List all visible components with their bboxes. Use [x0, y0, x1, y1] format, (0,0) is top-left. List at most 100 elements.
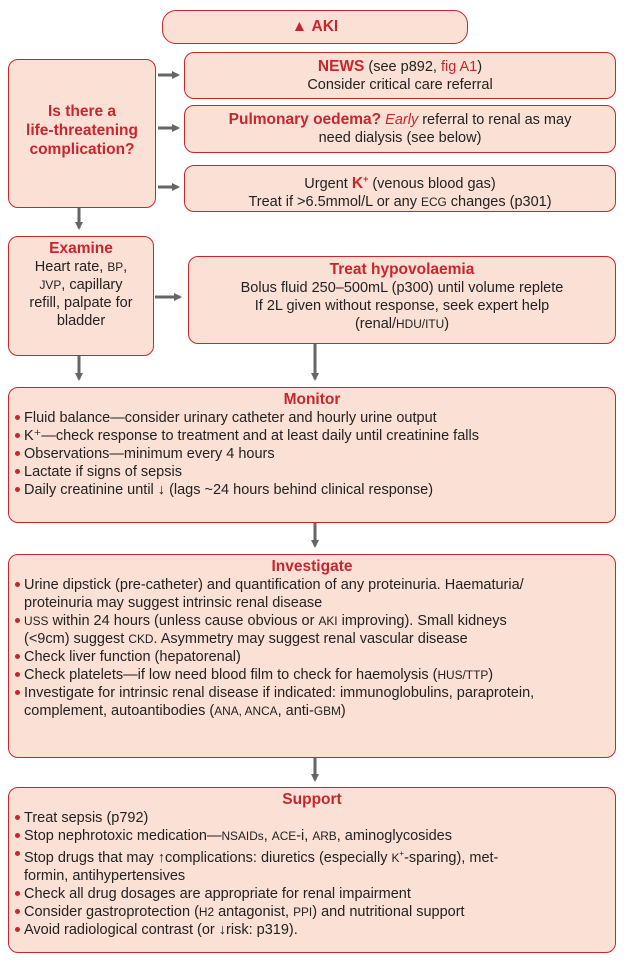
- pulmonary-line-1: Pulmonary oedema? Early referral to rena…: [185, 110, 615, 129]
- potassium-ref: changes (p301): [446, 193, 552, 210]
- monitor-heading: Monitor: [283, 391, 341, 408]
- investigate-box: Investigate Urine dipstick (pre-catheter…: [8, 554, 616, 758]
- examine-line-2: JVP, capillary: [9, 276, 153, 294]
- stop-drugs-line-2: formin, antihypertensives: [24, 867, 186, 884]
- news-ref-pre: (see p892,: [364, 59, 441, 75]
- news-label: NEWS: [317, 58, 365, 75]
- intrinsic-line-1: Investigate for intrinsic renal disease …: [24, 685, 535, 701]
- potassium-box: Urgent K+ (venous blood gas) Treat if >6…: [184, 165, 616, 212]
- question-line-2: life-threatening: [26, 122, 138, 139]
- potassium-post: (venous blood gas): [368, 175, 496, 192]
- pulmonary-early: Early: [385, 112, 419, 128]
- aki-title-box: ▲ AKI: [162, 10, 468, 44]
- news-ref-post: ): [477, 59, 483, 75]
- aki-title: AKI: [311, 18, 339, 35]
- nsaids-abbrev: NSAIDs: [221, 829, 264, 843]
- k-abbrev: K: [391, 850, 400, 865]
- investigate-item-liver: Check liver function (hepatorenal): [15, 648, 609, 666]
- uss-line-1: USS within 24 hours (unless cause obviou…: [24, 612, 609, 630]
- investigate-list: Urine dipstick (pre-catheter) and quanti…: [15, 576, 609, 720]
- question-line-3: complication?: [29, 141, 135, 158]
- news-box: NEWS (see p892, fig A1) Consider critica…: [184, 52, 616, 99]
- uss-text-a: within 24 hours (unless cause obvious or: [48, 613, 319, 629]
- gastro-text: Consider gastroprotection (: [24, 903, 199, 920]
- ace-abbrev: ACE: [271, 829, 297, 843]
- uss-text-b: improving). Small kidneys: [337, 613, 507, 629]
- potassium-line-1: Urgent K+ (venous blood gas): [185, 170, 615, 193]
- pulmonary-line-2: need dialysis (see below): [318, 130, 482, 146]
- question-line-1: Is there a: [47, 103, 117, 120]
- monitor-item: K⁺—check response to treatment and at le…: [15, 427, 609, 445]
- complication-question-box: Is there a life-threatening complication…: [8, 59, 156, 208]
- monitor-box: Monitor Fluid balance—consider urinary c…: [8, 387, 616, 523]
- support-list: Treat sepsis (p792) Stop nephrotoxic med…: [15, 809, 609, 939]
- hypovolaemia-heading: Treat hypovolaemia: [329, 261, 475, 278]
- nephrotoxic-text-b: -i,: [296, 828, 313, 844]
- potassium-pre: Urgent: [304, 175, 352, 192]
- examine-line-4: bladder: [56, 313, 106, 329]
- arb-abbrev: ARB: [312, 829, 337, 843]
- stop-drugs-text: Stop drugs that may ↑complications: diur…: [24, 849, 392, 866]
- intrinsic-close: ): [340, 703, 346, 719]
- jvp-abbrev: JVP: [39, 278, 62, 292]
- uss-abbrev: USS: [24, 614, 49, 628]
- hypovolaemia-line-2: If 2L given without response, seek exper…: [254, 298, 550, 314]
- platelets-text: Check platelets—if low need blood film t…: [24, 667, 438, 683]
- support-item-contrast: Avoid radiological contrast (or ↓risk: p…: [15, 921, 609, 939]
- news-line-1: NEWS (see p892, fig A1): [185, 57, 615, 76]
- ecg-abbrev: ECG: [421, 194, 447, 209]
- k-sup: +: [399, 849, 405, 858]
- hypovolaemia-box: Treat hypovolaemia Bolus fluid 250–500mL…: [188, 256, 616, 344]
- examine-line-1: Heart rate, BP,: [9, 258, 153, 276]
- uss-text-c: (<9cm) suggest: [24, 631, 129, 647]
- support-item-stop-drugs: Stop drugs that may ↑complications: diur…: [15, 845, 609, 885]
- urine-line-1: Urine dipstick (pre-catheter) and quanti…: [24, 577, 524, 593]
- examine-comma: ,: [123, 259, 128, 275]
- stop-drugs-line-1: Stop drugs that may ↑complications: diur…: [24, 845, 609, 867]
- examine-box: Examine Heart rate, BP, JVP, capillary r…: [8, 236, 154, 356]
- monitor-item: Daily creatinine until ↓ (lags ~24 hours…: [15, 481, 609, 499]
- bp-abbrev: BP: [107, 260, 124, 274]
- pulmonary-label: Pulmonary oedema?: [228, 111, 382, 128]
- examine-capillary: , capillary: [61, 277, 123, 293]
- support-item-gastro: Consider gastroprotection (H2 antagonist…: [15, 903, 609, 921]
- monitor-list: Fluid balance—consider urinary catheter …: [15, 409, 609, 499]
- news-fig-link: fig A1: [440, 59, 478, 75]
- investigate-heading: Investigate: [271, 558, 353, 575]
- intrinsic-text-a: complement, autoantibodies (: [24, 703, 215, 719]
- intrinsic-text-b: , anti-: [277, 703, 314, 719]
- monitor-item: Observations—minimum every 4 hours: [15, 445, 609, 463]
- potassium-k: K: [351, 174, 364, 192]
- nephrotoxic-text-c: , aminoglycosides: [336, 828, 452, 844]
- hdu-itu-abbrev: HDU/ITU: [396, 317, 445, 331]
- gbm-abbrev: GBM: [313, 704, 341, 718]
- hus-ttp-abbrev: HUS/TTP: [437, 668, 489, 682]
- warning-icon: ▲: [291, 18, 308, 35]
- investigate-item-intrinsic: Investigate for intrinsic renal disease …: [15, 684, 609, 720]
- ana-anca-abbrev: ANA, ANCA: [214, 704, 278, 718]
- platelets-close: ): [488, 667, 494, 683]
- examine-heading: Examine: [49, 240, 113, 257]
- support-box: Support Treat sepsis (p792) Stop nephrot…: [8, 787, 616, 953]
- ppi-abbrev: PPI: [293, 904, 313, 919]
- urine-line-2: proteinuria may suggest intrinsic renal …: [24, 595, 323, 611]
- investigate-item-platelets: Check platelets—if low need blood film t…: [15, 666, 609, 684]
- uss-line-2: (<9cm) suggest CKD. Asymmetry may sugges…: [24, 630, 609, 648]
- investigate-item-urine: Urine dipstick (pre-catheter) and quanti…: [15, 576, 609, 612]
- gastro-text-c: ) and nutritional support: [312, 903, 465, 920]
- support-heading: Support: [282, 791, 342, 808]
- hypovolaemia-close: ): [444, 316, 450, 332]
- nephrotoxic-text: Stop nephrotoxic medication—: [24, 828, 222, 844]
- uss-text-d: . Asymmetry may suggest renal vascular d…: [153, 631, 468, 647]
- intrinsic-line-2: complement, autoantibodies (ANA, ANCA, a…: [24, 702, 609, 720]
- pulmonary-rest: referral to renal as may: [418, 112, 572, 128]
- h2-abbrev: H2: [198, 904, 215, 919]
- hypovolaemia-renal: (renal/: [354, 316, 397, 332]
- hypovolaemia-line-3: (renal/HDU/ITU): [189, 315, 615, 333]
- ckd-abbrev: CKD: [128, 632, 154, 646]
- potassium-line-2: Treat if >6.5mmol/L or any ECG changes (…: [185, 193, 615, 211]
- monitor-item: Lactate if signs of sepsis: [15, 463, 609, 481]
- nephrotoxic-sep: ,: [263, 828, 272, 844]
- pulmonary-oedema-box: Pulmonary oedema? Early referral to rena…: [184, 105, 616, 153]
